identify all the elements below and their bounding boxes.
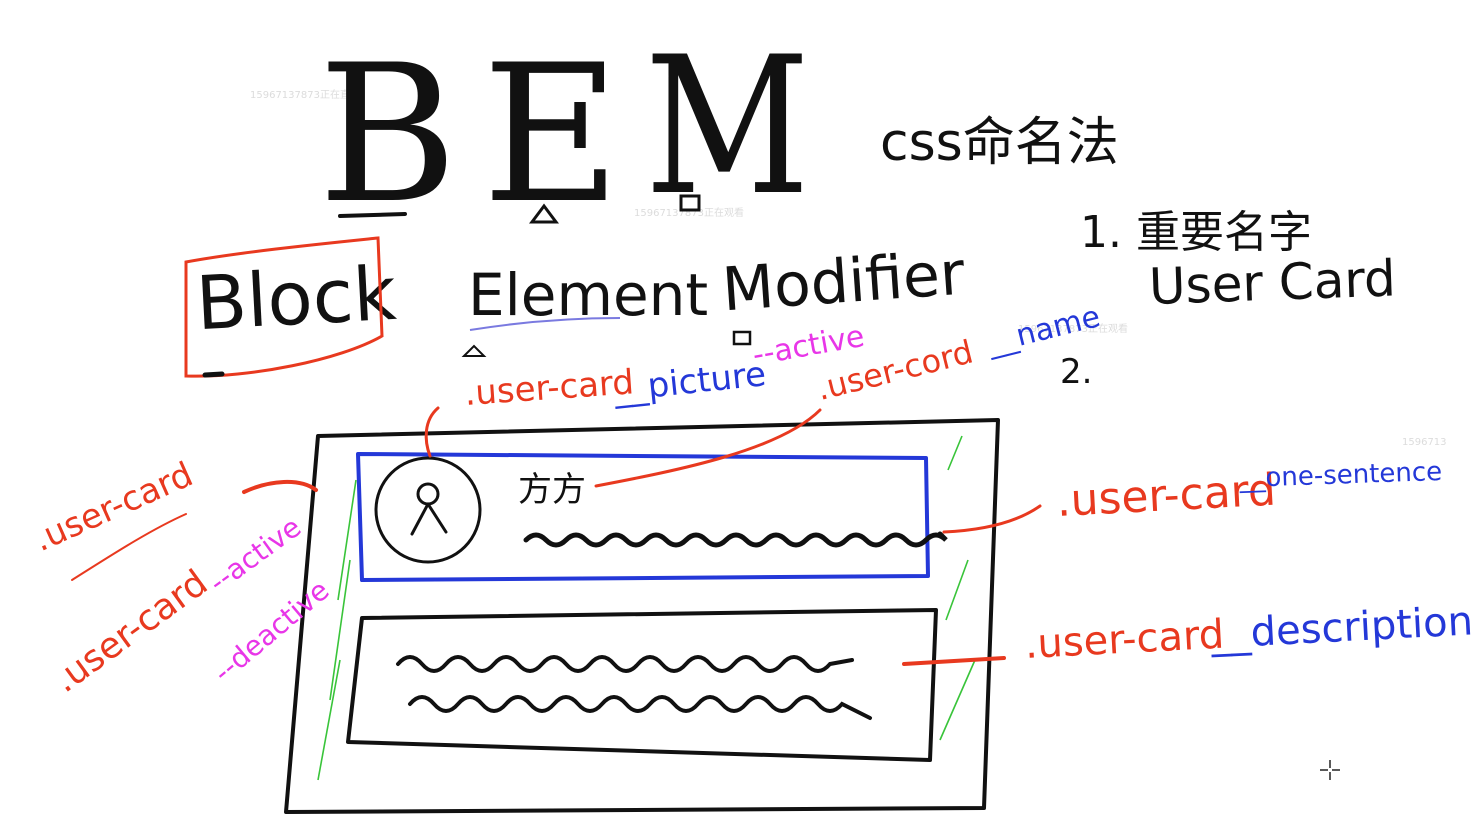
- subtitle: css命名法: [880, 113, 1119, 173]
- note-item-2: 2.: [1060, 352, 1093, 392]
- watermark: 15967137873正在直播: [250, 90, 360, 101]
- title-letter-b: B: [318, 24, 458, 245]
- title-letter-m: M: [644, 16, 810, 237]
- crosshair-cursor-icon: [1320, 760, 1340, 780]
- watermark: 1596713: [1402, 437, 1447, 448]
- note-item-1: 1. 重要名字: [1080, 207, 1312, 258]
- word-element: Element: [468, 261, 709, 329]
- card-name-text: 方方: [518, 470, 586, 510]
- watermark: 15967137873正在观看: [634, 208, 744, 219]
- watermark: 15967137873正在观看: [1018, 324, 1128, 335]
- title-letter-e: E: [482, 24, 621, 245]
